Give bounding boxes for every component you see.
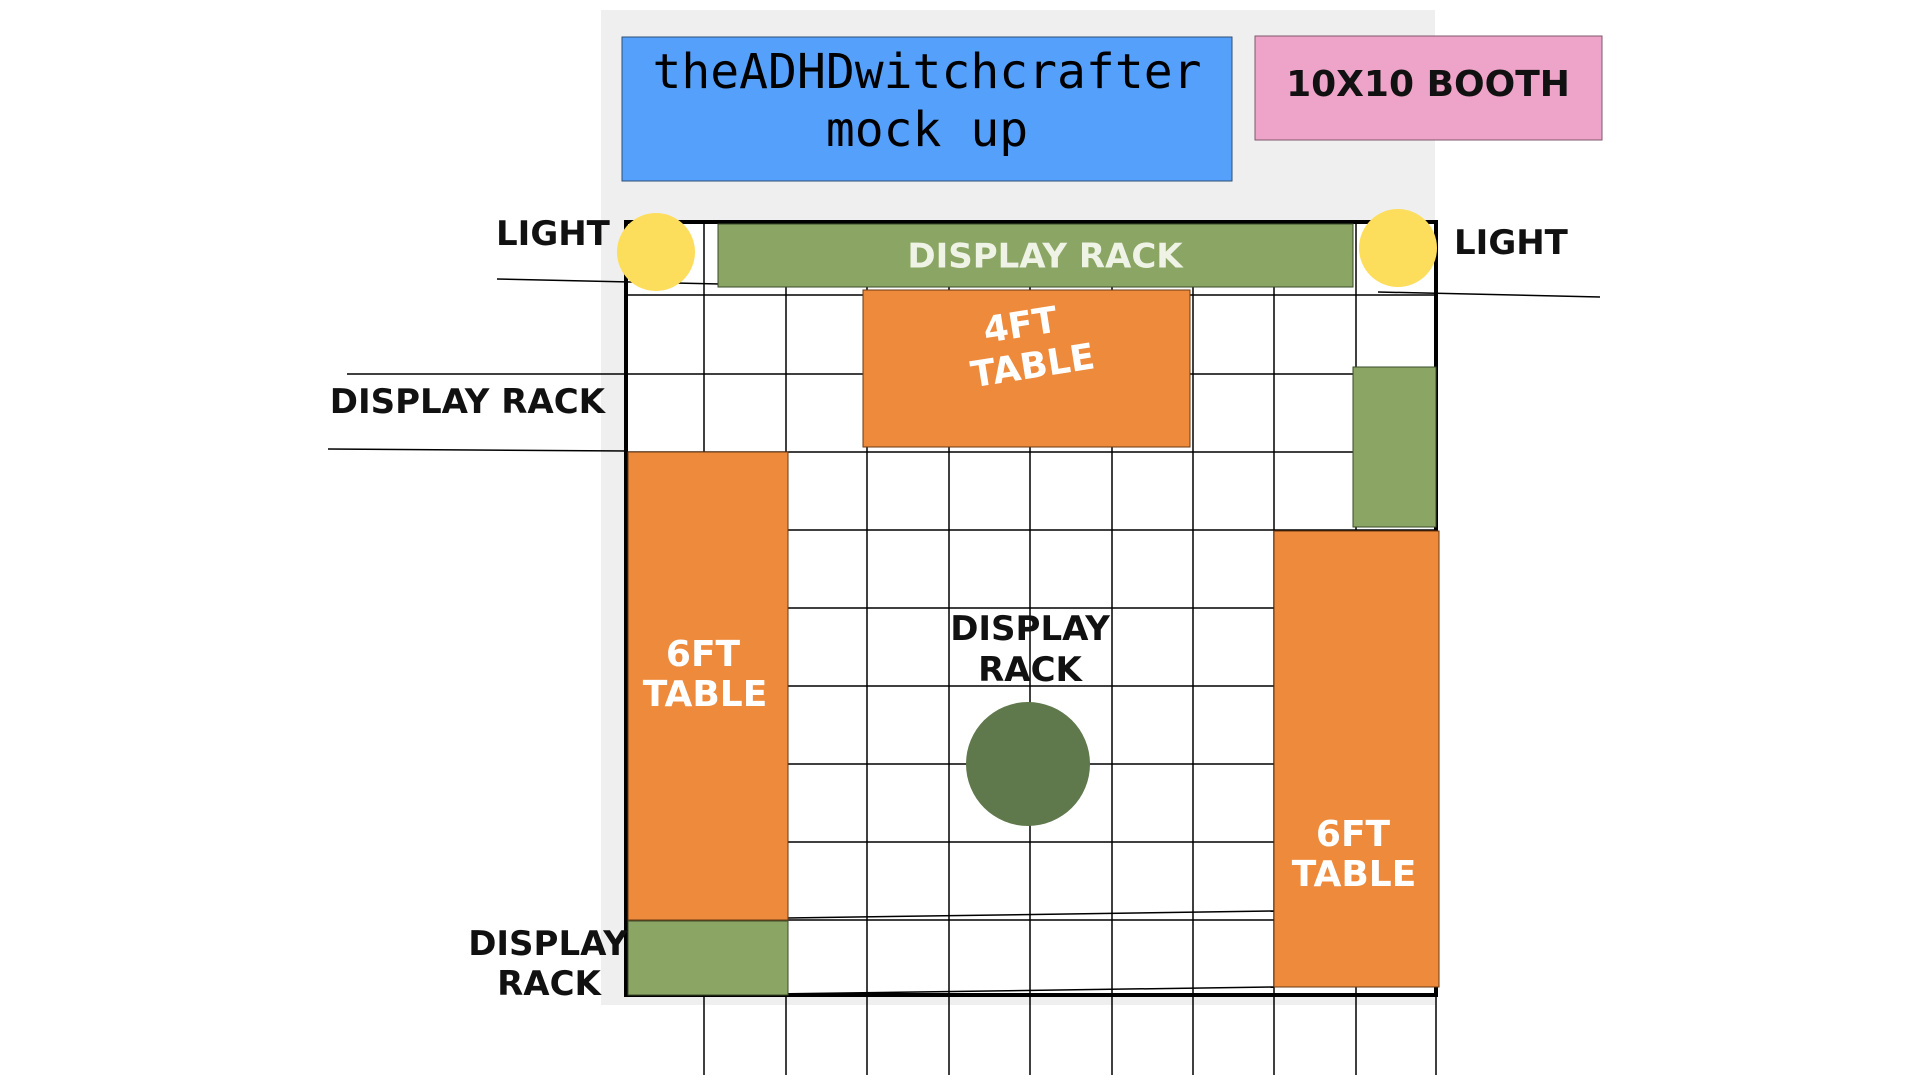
light-right — [1359, 209, 1437, 287]
display-rack-bottom-label-line-2: RACK — [497, 964, 602, 1004]
title-line-2: mock up — [826, 102, 1028, 158]
booth-size-box — [1254, 35, 1603, 141]
display-rack-top-label: DISPLAY RACK — [907, 237, 1184, 277]
display-rack-center-label-line-1: DISPLAY — [950, 609, 1110, 649]
table-6ft-left-label-line-2: TABLE — [643, 674, 768, 715]
light-right-label: LIGHT — [1454, 223, 1569, 263]
table-4ft — [862, 289, 1191, 448]
booth-size-label: 10X10 BOOTH — [1286, 64, 1570, 105]
table-6ft-left-label-line-1: 6FT — [666, 634, 741, 675]
display-rack-top — [717, 223, 1354, 288]
table-6ft-right — [1273, 530, 1440, 988]
display-rack-bottom — [627, 920, 789, 996]
light-left-label: LIGHT — [496, 214, 611, 254]
display-rack-left-label: DISPLAY RACK — [330, 382, 607, 422]
display-rack-center — [966, 702, 1090, 826]
display-rack-bottom-label-line-1: DISPLAY — [468, 924, 628, 964]
title-line-1: theADHDwitchcrafter — [652, 44, 1201, 100]
table-6ft-left — [627, 451, 789, 921]
table-6ft-right-label-line-1: 6FT — [1316, 814, 1391, 855]
title-box — [621, 36, 1233, 182]
light-left — [617, 213, 695, 291]
display-rack-right — [1352, 366, 1437, 528]
display-rack-center-label-line-2: RACK — [978, 650, 1083, 690]
table-6ft-right-label-line-2: TABLE — [1292, 854, 1417, 895]
